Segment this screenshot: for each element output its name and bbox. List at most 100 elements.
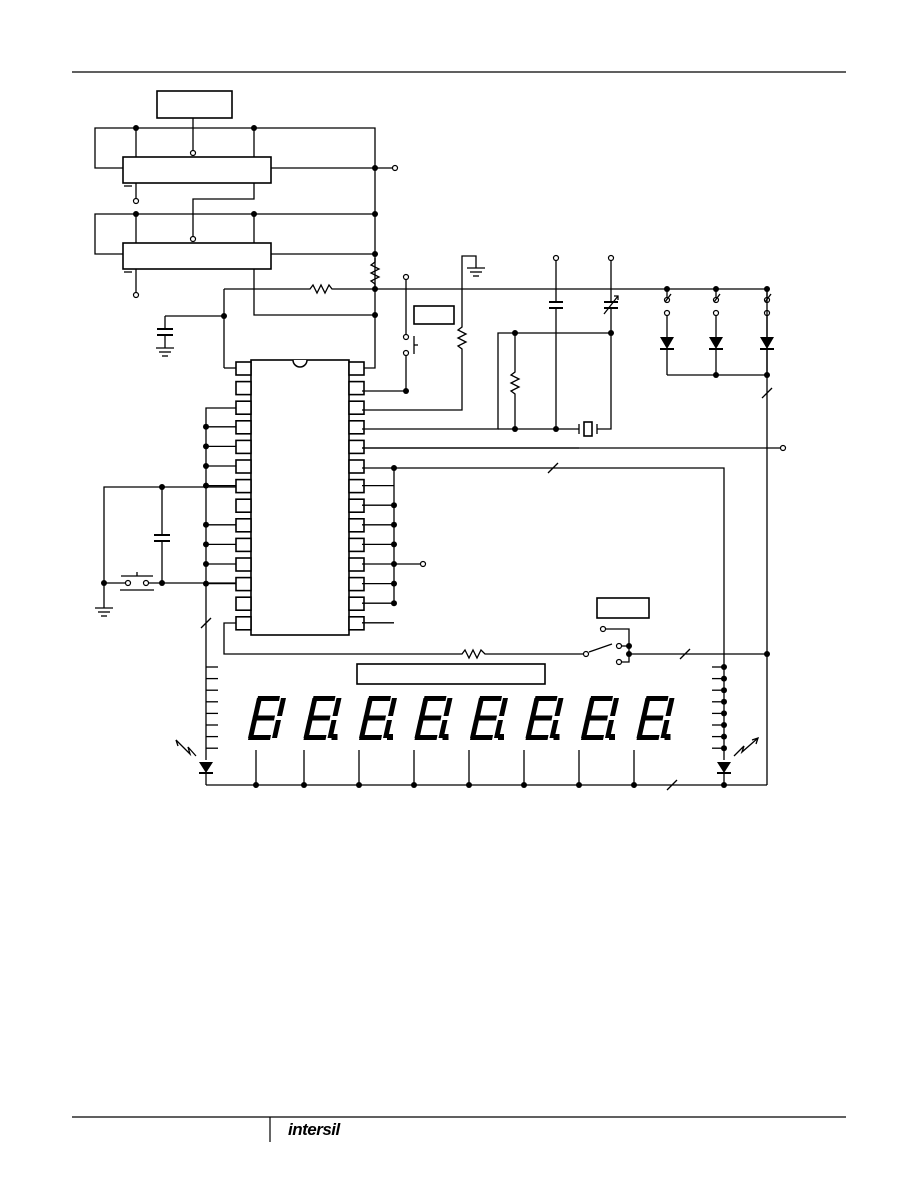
digit-segment	[443, 698, 453, 716]
ic-pin-right	[348, 400, 365, 416]
left-tap-node	[203, 463, 209, 469]
seven-segment-digit	[414, 696, 453, 740]
digit-segment	[499, 698, 508, 716]
right-tap-node	[391, 502, 397, 509]
ic-pin-left	[235, 380, 252, 396]
digit-segment	[414, 720, 424, 738]
digit-segment	[581, 720, 590, 738]
segment-node	[721, 722, 727, 728]
right-pin-wiring	[362, 254, 787, 760]
digit-decimal-point	[553, 734, 560, 740]
seven-segment-digit	[525, 696, 564, 740]
digit-decimal-point	[442, 734, 449, 740]
ic-pin-right	[348, 557, 365, 572]
right-tap-node	[391, 521, 397, 528]
digit-segment	[332, 698, 342, 716]
ic-pin-left	[235, 596, 252, 612]
ic-pin-left	[235, 361, 252, 376]
digit-segment	[610, 698, 619, 716]
ic-pin-left	[235, 576, 252, 592]
ic-pin-right	[348, 576, 365, 592]
regulator-section	[94, 90, 399, 369]
digit-segment	[474, 715, 497, 721]
battery-box	[156, 90, 233, 119]
digit-segment	[363, 715, 386, 721]
digit-segment	[581, 735, 604, 740]
digit-segment	[327, 720, 337, 738]
brand-logo-text: intersil	[288, 1120, 340, 1139]
digit-segment	[534, 696, 558, 701]
digit-segment	[359, 735, 382, 740]
digit-segment	[640, 715, 664, 721]
digit-segment	[529, 715, 553, 721]
digit-segment	[470, 735, 493, 740]
digit-decimal-point	[387, 734, 393, 740]
digit-drive-node	[253, 782, 259, 788]
left-tap-node	[203, 521, 209, 528]
right-tap-node	[391, 541, 397, 548]
left-tap-node	[203, 561, 209, 567]
diode-icon	[709, 337, 723, 349]
digit-decimal-point	[664, 734, 671, 740]
ic-pin-right	[348, 517, 365, 533]
ic-pin-left	[235, 615, 252, 631]
switch-lever	[713, 293, 721, 303]
digit-segment	[252, 715, 275, 721]
digit-segment	[253, 698, 262, 716]
digit-drive-node	[301, 782, 307, 788]
digit-segment	[423, 696, 447, 701]
digit-segment	[590, 696, 613, 701]
digit-segment	[368, 696, 391, 701]
digit-segment	[636, 720, 646, 738]
digit-drive-node	[356, 782, 362, 788]
switch-contact	[712, 309, 720, 317]
seven-segment-digit	[470, 696, 508, 740]
main-ic	[235, 359, 365, 636]
digit-segment	[272, 720, 281, 738]
ic-pin-right	[348, 459, 365, 474]
seven-segment-digit	[581, 696, 619, 740]
digit-segment	[470, 720, 479, 738]
left-tap-node	[203, 423, 209, 430]
left-pin-wiring	[95, 407, 590, 760]
digit-drive-node	[576, 782, 582, 788]
digit-segment	[438, 720, 448, 738]
digit-segment	[312, 696, 336, 701]
digit-segment	[303, 720, 313, 738]
digit-segment	[475, 698, 484, 716]
ic-body	[250, 359, 350, 636]
digit-segment	[248, 720, 257, 738]
ic-pins-right	[348, 361, 365, 631]
digit-segment	[303, 735, 327, 740]
digit-segment	[419, 698, 429, 716]
switch-lever	[764, 293, 772, 303]
ic-pin-right	[348, 615, 365, 631]
digit-segment	[388, 698, 397, 716]
left-tap-node	[203, 443, 209, 450]
digit-segment	[414, 735, 438, 740]
digit-segment	[636, 735, 660, 740]
segment-node	[721, 687, 727, 694]
ic-pin-left	[235, 498, 252, 514]
digit-segment	[605, 720, 614, 738]
segment-node	[721, 698, 727, 705]
switch-contact	[663, 309, 671, 317]
ic-pin-right	[348, 537, 365, 553]
digit-segment	[660, 720, 670, 738]
digit-segment	[418, 715, 442, 721]
segment-node	[721, 675, 727, 682]
ic-pin-left	[235, 557, 252, 572]
ic-pin-right	[348, 596, 365, 612]
label-box-adjust	[413, 305, 455, 325]
label-box-select	[596, 597, 650, 619]
ic-pin-left	[235, 517, 252, 533]
digit-segment	[383, 720, 392, 738]
led-display	[175, 663, 767, 791]
diode-icon	[660, 337, 674, 349]
segment-node	[721, 710, 727, 717]
selector-switch	[588, 597, 767, 666]
right-tap-node	[391, 600, 397, 607]
ic-pin-right	[348, 361, 365, 376]
digit-segment	[665, 698, 675, 716]
digit-segment	[494, 720, 503, 738]
